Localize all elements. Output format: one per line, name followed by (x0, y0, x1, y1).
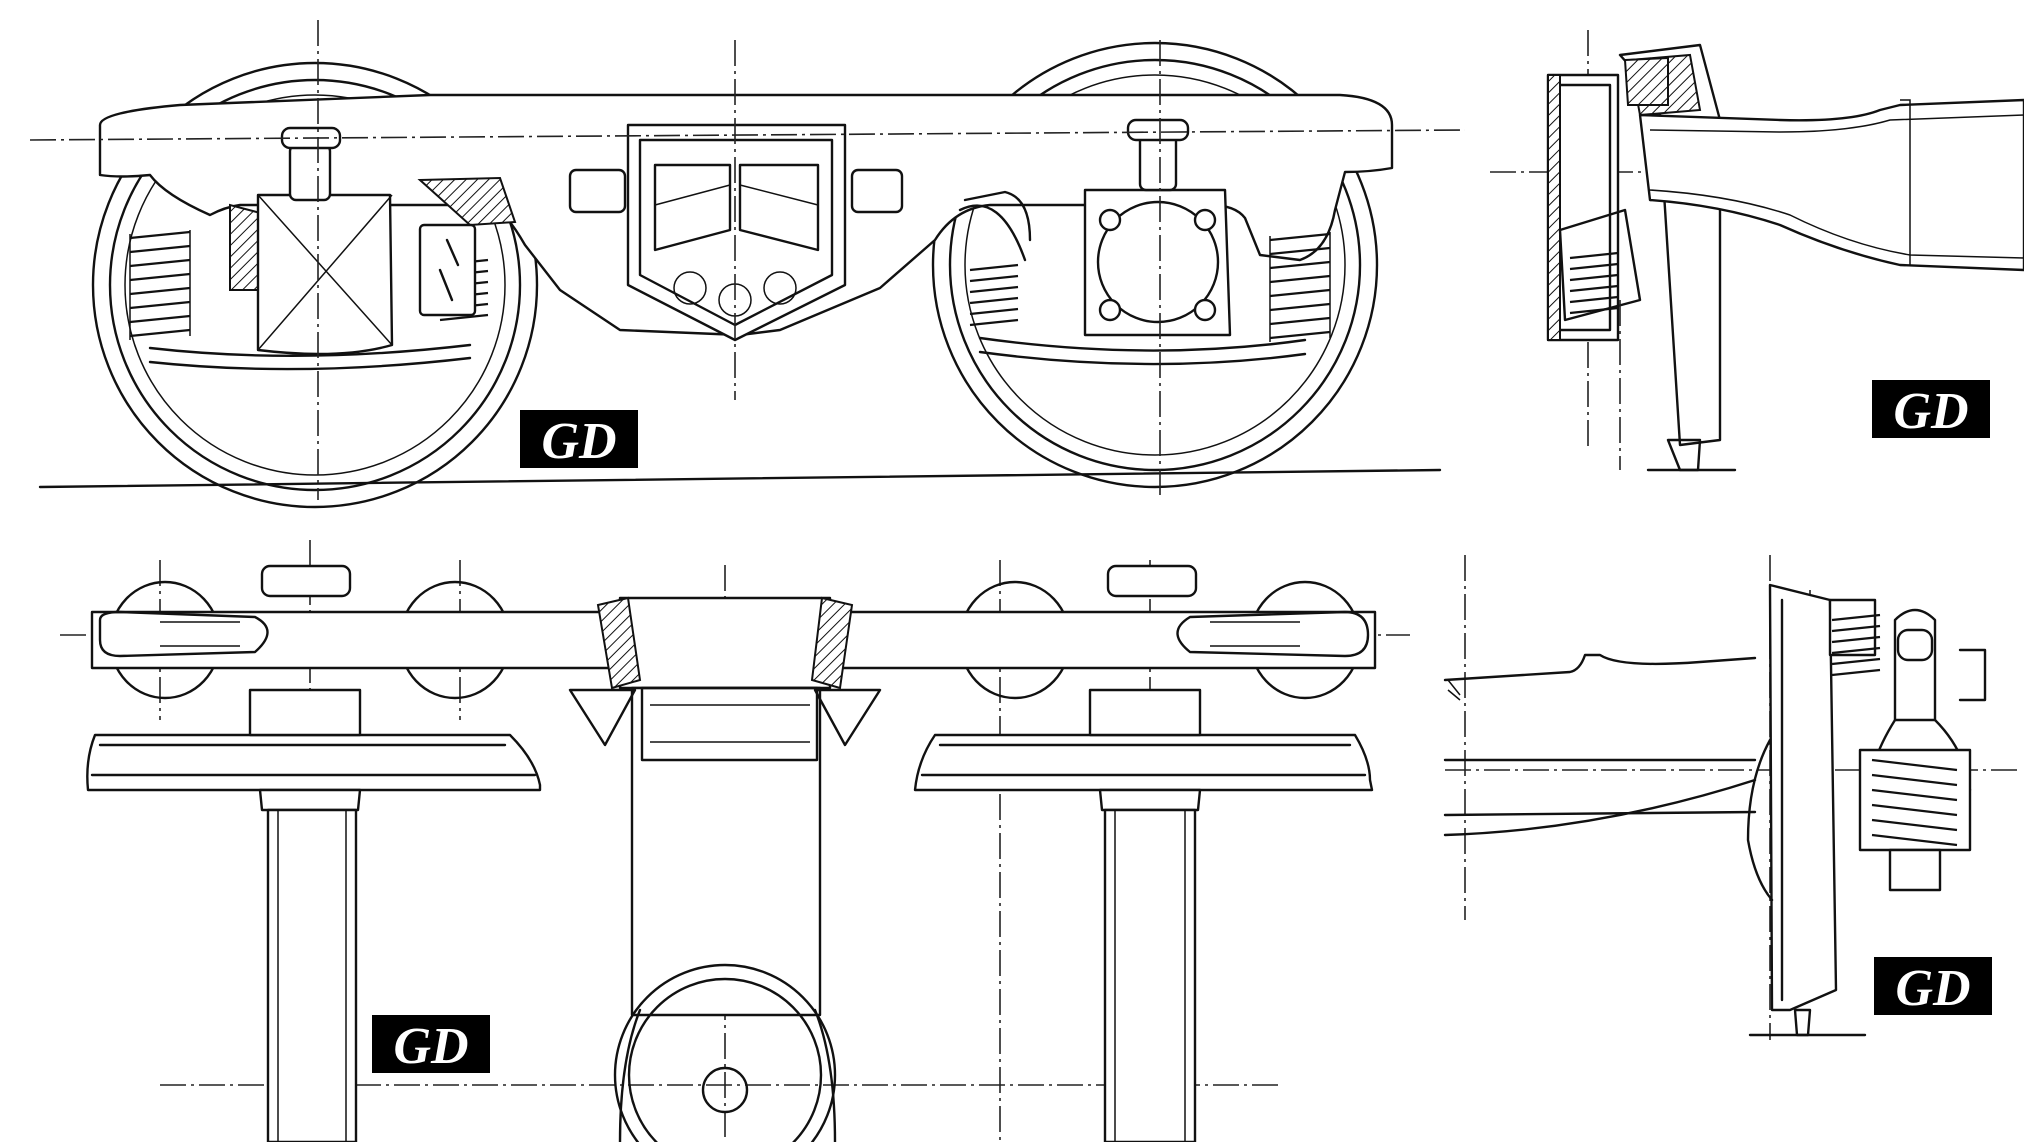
gd-logo: GD (520, 410, 638, 470)
right-wheel-plan (913, 733, 1374, 792)
axlebox-end-view: GD (1443, 555, 2020, 1040)
gd-logo: GD (1874, 957, 1992, 1017)
wheel-end (1768, 583, 1838, 1012)
left-wheel (91, 61, 539, 509)
left-wheel-plan (86, 733, 542, 792)
gd-logo-text: GD (393, 1018, 468, 1075)
axle-end-section: GD (1490, 30, 2024, 472)
gd-logo-text: GD (1895, 960, 1970, 1017)
bogie-plan-view: GD (60, 540, 1410, 1142)
bolster (626, 123, 847, 342)
gd-logo: GD (372, 1015, 490, 1075)
gd-logo: GD (1872, 380, 1990, 440)
rail-line (38, 468, 1442, 489)
bolster-plan (618, 596, 832, 690)
axle-tube (1638, 98, 2024, 272)
right-axlebox (1083, 188, 1232, 337)
gd-logo-text: GD (1893, 383, 1968, 440)
centre-pivot (613, 963, 837, 1142)
gd-logo-text: GD (541, 413, 616, 470)
right-wheel (931, 41, 1379, 489)
axlebox-housing (1893, 608, 1937, 722)
bogie-side-elevation: GD (29, 20, 1466, 509)
